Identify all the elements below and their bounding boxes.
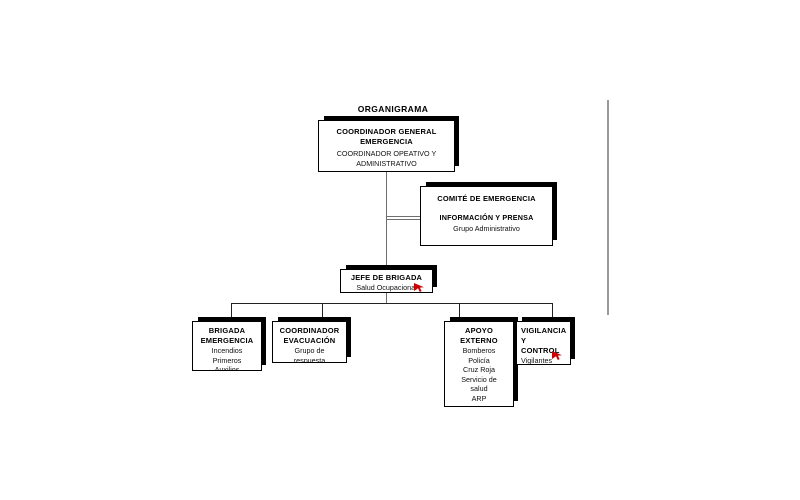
node-jefe-brigada[interactable]: JEFE DE BRIGADA Salud Ocupacional [340, 265, 437, 293]
node-comite-emergencia-body: Grupo Administrativo [453, 224, 520, 233]
connector-jefe-drop [386, 292, 387, 304]
connector-drop-vigilancia [552, 303, 553, 321]
cursor-arrow-jefe-brigada [414, 282, 425, 293]
node-coordinador-general-body: COORDINADOR OPEATIVO Y ADMINISTRATIVO [336, 149, 437, 168]
page-title: ORGANIGRAMA [357, 104, 429, 114]
connector-drop-brigada [231, 303, 232, 321]
node-brigada-emergencia-head: BRIGADA EMERGENCIA [200, 326, 254, 345]
connector-general-to-comite-a [386, 216, 421, 217]
connector-drop-evacuacion [322, 303, 323, 321]
node-apoyo-externo-body: Bomberos Policía Cruz Roja Servicio de s… [461, 346, 497, 403]
node-coordinador-general[interactable]: COORDINADOR GENERAL EMERGENCIA COORDINAD… [318, 116, 459, 172]
node-apoyo-externo[interactable]: APOYO EXTERNO Bomberos Policía Cruz Roja… [444, 317, 518, 407]
node-jefe-brigada-head: JEFE DE BRIGADA [350, 273, 423, 282]
node-apoyo-externo-head: APOYO EXTERNO [460, 326, 498, 345]
node-coordinador-general-head: COORDINADOR GENERAL EMERGENCIA [336, 127, 437, 146]
node-vigilancia-control[interactable]: VIGILANCIA Y CONTROL Vigilantes [516, 317, 575, 365]
node-jefe-brigada-body: Salud Ocupacional [356, 283, 417, 292]
node-vigilancia-control-body: Vigilantes [521, 356, 553, 364]
cursor-arrow-vigilancia [552, 350, 563, 361]
node-comite-emergencia-head: COMITÉ DE EMERGENCIA [437, 194, 536, 203]
connector-distribution-bar [231, 303, 552, 304]
connector-drop-apoyo [459, 303, 460, 321]
connector-general-to-comite-b [386, 219, 421, 220]
node-coordinador-evacuacion-head: COORDINADOR EVACUACIÓN [279, 326, 340, 345]
node-coordinador-evacuacion[interactable]: COORDINADOR EVACUACIÓN Grupo de respuest… [272, 317, 351, 363]
node-coordinador-evacuacion-body: Grupo de respuesta [293, 346, 326, 362]
node-comite-emergencia[interactable]: COMITÉ DE EMERGENCIA INFORMACIÓN Y PRENS… [420, 182, 557, 246]
node-vigilancia-control-head: VIGILANCIA Y CONTROL [521, 326, 567, 355]
page-divider-rule [607, 100, 609, 315]
node-comite-emergencia-sub: INFORMACIÓN Y PRENSA [439, 213, 534, 222]
node-brigada-emergencia-body: Incendios Primeros Auxilios [211, 346, 243, 370]
node-brigada-emergencia[interactable]: BRIGADA EMERGENCIA Incendios Primeros Au… [192, 317, 266, 371]
connector-general-to-jefe [386, 171, 387, 274]
